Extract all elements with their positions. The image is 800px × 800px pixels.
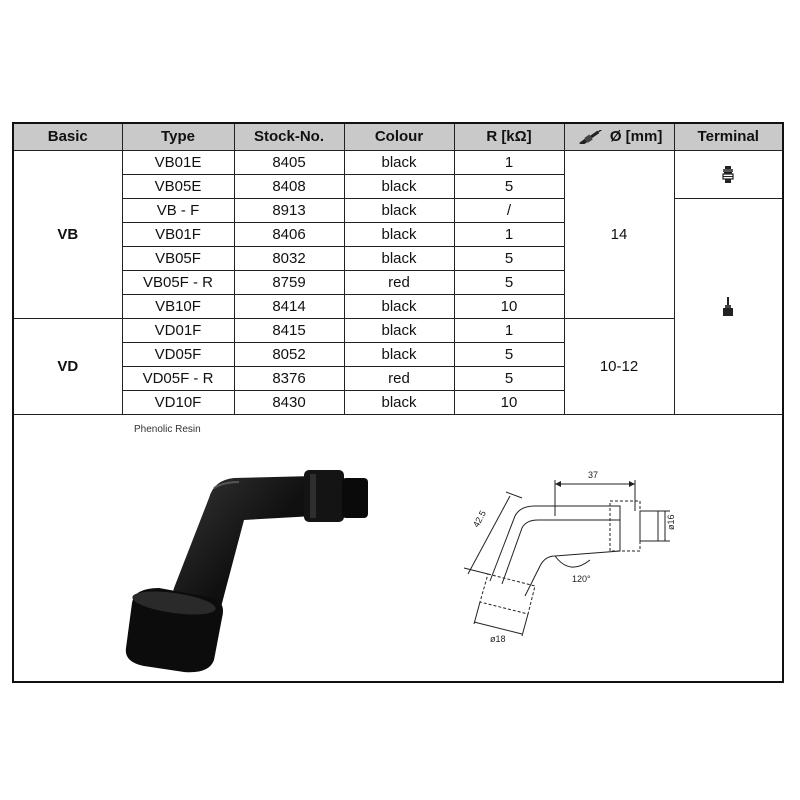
cell-resistance: 5 [453,174,564,199]
header-diameter-label: Ø [mm] [609,128,663,145]
header-stock: Stock-No. [233,124,345,151]
cell-resistance: 5 [453,366,564,391]
cell-resistance: 1 [453,222,564,247]
cell-stock: 8414 [233,294,345,319]
table-row: VB05E 8408 black 5 [14,174,782,199]
group-vb: VB [14,150,123,319]
table-row: VD VD01F 8415 black 1 10-12 [14,318,782,415]
diameter-vd: 10-12 [563,318,674,415]
table-row: VB05F - R 8759 red 5 [14,270,782,295]
cell-type: VB05F - R [122,270,235,295]
dim-angle: 120° [572,574,591,584]
header-basic: Basic [14,124,123,151]
header-colour: Colour [343,124,455,151]
cell-type: VB10F [122,294,235,319]
table-row: VB - F 8913 black / [14,198,782,415]
header-terminal: Terminal [673,124,782,151]
cell-stock: 8052 [233,342,345,367]
header-type: Type [121,124,235,151]
cell-type: VD01F [121,318,235,343]
cell-stock: 8406 [233,222,345,247]
cell-resistance: 1 [453,318,565,343]
cell-type: VD05F [122,342,235,367]
cell-type: VB01E [121,150,235,175]
cell-type: VD10F [122,390,235,415]
cell-stock: 8376 [233,366,345,391]
spark-plug-cap-photo [125,470,368,673]
terminal-e [673,150,782,199]
dim-bottom-diameter: ø18 [490,634,506,644]
terminal-f [673,198,782,415]
dim-height: 42.5 [471,509,488,529]
header-resistance: R [kΩ] [453,124,565,151]
spec-sheet: Basic Type Stock-No. Colour R [kΩ] Ø [mm… [12,122,784,683]
table-row: VB01F 8406 black 1 [14,222,782,247]
cell-type: VB05E [122,174,235,199]
cell-stock: 8913 [233,198,345,223]
cell-colour: black [343,390,455,415]
table-row: VB VB01E 8405 black 1 14 [14,150,782,319]
cell-resistance: 5 [453,342,564,367]
technical-drawing: 37 42.5 ø16 ø18 120° [463,470,676,644]
table-header-row: Basic Type Stock-No. Colour R [kΩ] Ø [mm… [14,124,782,151]
spec-table: Basic Type Stock-No. Colour R [kΩ] Ø [mm… [14,124,782,415]
product-illustration-area: Phenolic Resin [14,418,782,681]
cell-resistance: 10 [453,294,564,319]
cell-colour: black [343,198,455,223]
group-vd: VD [14,318,123,415]
table-row: VD10F 8430 black 10 [14,390,782,415]
material-caption: Phenolic Resin [134,424,201,435]
header-diameter: Ø [mm] [563,124,675,151]
cell-stock: 8405 [233,150,345,175]
cell-stock: 8415 [233,318,345,343]
cell-colour: black [343,150,455,175]
cell-stock: 8430 [233,390,345,415]
terminal-nut-icon [722,165,734,183]
spark-plug-icon [578,130,602,145]
cell-resistance: 5 [453,270,564,295]
dim-top-diameter: ø16 [666,514,676,530]
dim-length: 37 [588,470,598,480]
cell-type: VB - F [122,198,235,223]
cell-colour: black [343,174,455,199]
terminal-pin-icon [723,296,734,316]
cell-resistance: 5 [453,246,564,271]
cell-colour: black [343,294,455,319]
cell-colour: black [343,246,455,271]
diameter-vb: 14 [563,150,675,319]
cell-stock: 8408 [233,174,345,199]
cell-stock: 8759 [233,270,345,295]
cell-resistance: / [453,198,565,223]
cell-colour: black [343,318,455,343]
cell-colour: red [343,366,455,391]
cell-type: VD05F - R [122,366,235,391]
cell-type: VB05F [122,246,235,271]
cell-resistance: 1 [453,150,565,175]
cell-colour: red [343,270,455,295]
cell-stock: 8032 [233,246,345,271]
table-row: VD05F - R 8376 red 5 [14,366,782,391]
cell-colour: black [343,342,455,367]
table-row: VB05F 8032 black 5 [14,246,782,271]
table-row: VD05F 8052 black 5 [14,342,782,367]
cell-resistance: 10 [453,390,564,415]
cell-type: VB01F [122,222,235,247]
cell-colour: black [343,222,455,247]
